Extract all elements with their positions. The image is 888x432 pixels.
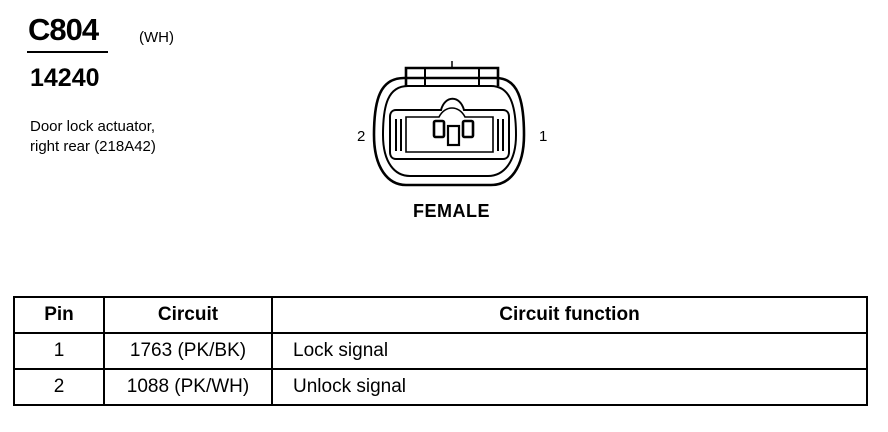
pin-label-2: 2 <box>357 128 366 145</box>
connector-housing-outline <box>372 76 526 187</box>
cell-circuit: 1088 (PK/WH) <box>103 368 273 406</box>
header-circuit-function: Circuit function <box>271 296 868 334</box>
table-row: 1 1763 (PK/BK) Lock signal <box>13 332 868 370</box>
header-circuit: Circuit <box>103 296 273 334</box>
component-description: Door lock actuator, right rear (218A42) <box>30 117 156 157</box>
header-pin: Pin <box>13 296 105 334</box>
center-key <box>446 124 461 147</box>
part-number: 14240 <box>30 64 100 92</box>
table-row: 2 1088 (PK/WH) Unlock signal <box>13 368 868 406</box>
pin-2-terminal <box>432 119 446 139</box>
connector-housing-inner-outline <box>381 85 518 177</box>
connector-face-diagram <box>372 61 526 187</box>
pinout-table: Pin Circuit Circuit function 1 1763 (PK/… <box>13 296 868 406</box>
terminal-cavity <box>389 97 510 160</box>
table-header-row: Pin Circuit Circuit function <box>13 296 868 334</box>
cell-pin: 1 <box>13 332 105 370</box>
cell-circuit-function: Lock signal <box>271 332 868 370</box>
description-line-1: Door lock actuator, <box>30 118 156 135</box>
pin-label-1: 1 <box>539 128 548 145</box>
connector-gender: FEMALE <box>413 201 490 221</box>
connector-id: C804 <box>28 12 99 47</box>
connector-id-underline <box>27 51 108 53</box>
description-line-2: right rear (218A42) <box>30 138 156 155</box>
color-code: (WH) <box>139 29 174 46</box>
cell-circuit: 1763 (PK/BK) <box>103 332 273 370</box>
pin-1-terminal <box>461 119 475 139</box>
cell-circuit-function: Unlock signal <box>271 368 868 406</box>
cell-pin: 2 <box>13 368 105 406</box>
